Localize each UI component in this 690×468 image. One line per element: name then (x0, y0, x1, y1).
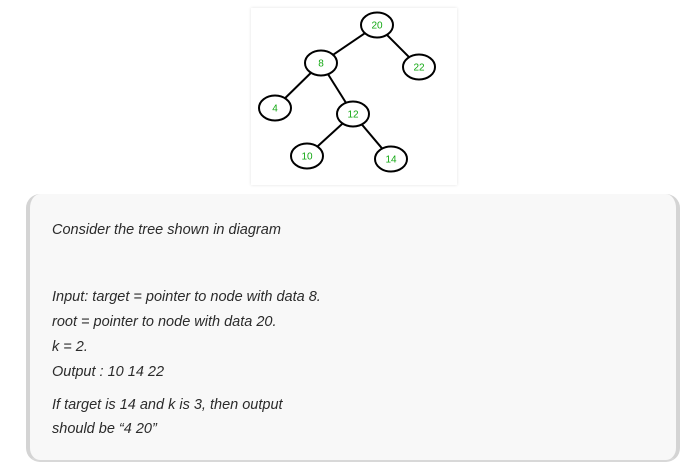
tree-node-label: 10 (301, 152, 313, 163)
tree-node-4: 4 (258, 94, 292, 122)
tree-node-circle (360, 11, 394, 39)
tree-edge-12-10 (316, 122, 344, 148)
note-line-1: If target is 14 and k is 3, then output (52, 397, 283, 413)
tree-node-10: 10 (290, 142, 324, 170)
tree-node-circle (258, 94, 292, 122)
tree-node-label: 8 (318, 59, 324, 70)
tree-node-label: 4 (272, 104, 278, 115)
tree-node-label: 14 (385, 155, 397, 166)
tree-node-12: 12 (336, 100, 370, 128)
tree-node-20: 20 (360, 11, 394, 39)
tree-node-14: 14 (374, 145, 408, 173)
tree-node-22: 22 (402, 53, 436, 81)
tree-node-label: 20 (371, 21, 383, 32)
tree-edge-20-8 (332, 32, 366, 56)
tree-edge-8-12 (327, 73, 347, 104)
tree-edge-20-22 (386, 34, 410, 58)
tree-node-label: 12 (347, 110, 359, 121)
tree-edges (284, 32, 410, 150)
tree-node-circle (304, 49, 338, 77)
example-box: Consider the tree shown in diagram Input… (26, 194, 680, 462)
tree-edge-12-14 (361, 123, 383, 150)
output-line: Output : 10 14 22 (52, 364, 165, 380)
tree-node-label: 22 (413, 63, 425, 74)
tree-node-circle (374, 145, 408, 173)
tree-diagram: 20 8 22 4 12 10 14 (251, 8, 457, 185)
intro-text: Consider the tree shown in diagram (52, 222, 281, 238)
tree-node-8: 8 (304, 49, 338, 77)
note-line-2: should be “4 20” (52, 421, 157, 437)
tree-node-circle (402, 53, 436, 81)
tree-svg: 20 8 22 4 12 10 14 (258, 11, 436, 173)
root-line: root = pointer to node with data 20. (52, 314, 277, 330)
tree-node-circle (336, 100, 370, 128)
input-line: Input: target = pointer to node with dat… (52, 289, 321, 305)
tree-node-circle (290, 142, 324, 170)
tree-edge-8-4 (284, 72, 312, 99)
tree-nodes: 20 8 22 4 12 10 14 (258, 11, 436, 173)
k-line: k = 2. (52, 339, 88, 355)
